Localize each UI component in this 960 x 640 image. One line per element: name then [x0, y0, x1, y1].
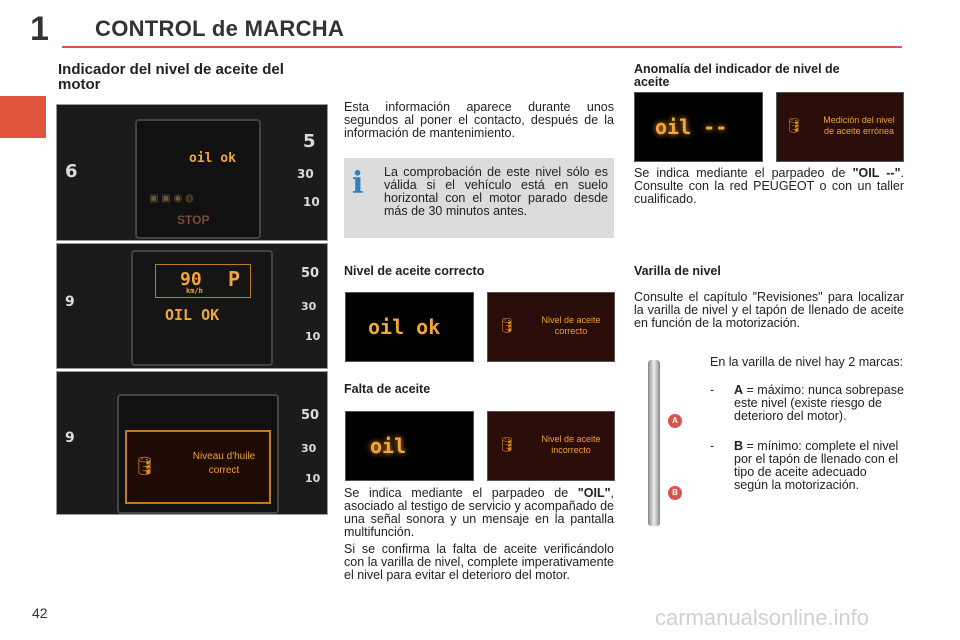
display-screen: 90 km/h P OIL OK	[131, 250, 273, 366]
mark-a-label: A	[734, 383, 744, 397]
correct-message-panel: 🛢 Nivel de aceite correcto	[487, 292, 615, 362]
speed-value: 90	[180, 269, 202, 290]
gauge-label: 50	[301, 408, 320, 423]
chapter-number: 1	[30, 10, 49, 48]
section-heading-line1: Indicador del nivel de aceite del	[58, 61, 284, 78]
gauge-label: 10	[305, 472, 321, 485]
dashboard-photo-1: 6 5 30 10 oil ok ▣ ▣ ◉ ◍ STOP	[56, 104, 328, 241]
message-line2: incorrecto	[551, 445, 591, 455]
lcd-oil-status: oil ok	[189, 151, 236, 166]
gauge-label: 10	[305, 330, 321, 343]
dipstick-illustration	[648, 360, 660, 526]
speed-box: 90 km/h P	[155, 264, 251, 298]
message-box: 🛢 Niveau d'huile correct	[125, 430, 271, 504]
gauge-label: 30	[297, 167, 314, 181]
anomaly-message-panel: 🛢 Medición del nivel de aceite errónea	[776, 92, 904, 162]
chapter-tab	[0, 96, 46, 138]
anomaly-lcd-panel: oil --	[634, 92, 763, 162]
oil-can-icon: 🛢	[133, 456, 156, 476]
message-line1: Niveau d'huile	[192, 451, 256, 462]
chapter-title: CONTROL de MARCHA	[95, 16, 345, 41]
gauge-label: 10	[303, 195, 320, 209]
dipstick-text: Consulte el capítulo "Revisiones" para l…	[634, 290, 904, 330]
gauge-label: 30	[301, 300, 317, 313]
low-message: Nivel de aceite incorrecto	[534, 434, 608, 456]
mark-b: B	[668, 486, 682, 500]
gauge-label: 9	[65, 294, 75, 310]
lcd-oil-status: OIL OK	[165, 306, 220, 324]
header-rule	[62, 46, 902, 48]
mark-b-label: B	[734, 439, 744, 453]
low-paragraph-2: Si se confirma la falta de aceite verifi…	[344, 542, 614, 582]
low-message-panel: 🛢 Nivel de aceite incorrecto	[487, 411, 615, 481]
section-heading-line2: motor	[58, 76, 101, 93]
heading-line1: Anomalía del indicador de nivel de	[634, 62, 840, 76]
gauge-label: 50	[301, 266, 320, 281]
gauge-label: 5	[303, 131, 316, 152]
dashboard-photo-3: 9 50 30 10 🛢 Niveau d'huile correct	[56, 371, 328, 515]
mark-b-item: - B = mínimo: complete el nivel por el t…	[710, 440, 904, 492]
anomaly-heading: Anomalía del indicador de nivel de aceit…	[634, 63, 904, 89]
display-screen: 🛢 Niveau d'huile correct	[117, 394, 279, 514]
gauge-label: 6	[65, 161, 78, 182]
correct-lcd-panel: oil ok	[345, 292, 474, 362]
correct-heading: Nivel de aceite correcto	[344, 264, 485, 278]
anomaly-text: Se indica mediante el parpadeo de "OIL -…	[634, 167, 904, 206]
message-line2: correcto	[554, 326, 588, 336]
gauge-label: 30	[301, 442, 317, 455]
correct-lcd-text: oil ok	[368, 315, 441, 339]
warning-icons: ▣ ▣ ◉ ◍	[149, 193, 194, 204]
dipstick-intro: En la varilla de nivel hay 2 marcas:	[710, 355, 904, 369]
info-icon: i	[352, 166, 364, 201]
mark-a: A	[668, 414, 682, 428]
text-segment: . Consulte con la red PEUGEOT o con un t…	[634, 166, 904, 206]
low-lcd-text: oil	[370, 434, 407, 458]
low-lcd-panel: oil	[345, 411, 474, 481]
low-paragraph-1: Se indica mediante el parpadeo de "OIL",…	[344, 487, 614, 539]
correct-message: Nivel de aceite correcto	[534, 315, 608, 337]
watermark: carmanualsonline.info	[655, 605, 870, 630]
text-segment: Se indica mediante el parpadeo de	[344, 486, 578, 500]
gear-indicator: P	[228, 267, 241, 291]
message-line1: Medición del nivel	[823, 115, 895, 125]
heading-line2: aceite	[634, 75, 670, 89]
low-heading: Falta de aceite	[344, 382, 431, 396]
page-number: 42	[32, 605, 48, 621]
oil-can-icon: 🛢	[498, 317, 516, 333]
text-segment: Se indica mediante el parpadeo de	[634, 166, 853, 180]
message-line2: correct	[208, 465, 240, 476]
anomaly-message: Medición del nivel de aceite errónea	[817, 115, 901, 137]
list-dash: -	[710, 439, 715, 453]
intro-text: Esta información aparece durante unos se…	[344, 100, 614, 140]
oil-can-icon: 🛢	[785, 117, 803, 133]
mark-a-text: = máximo: nunca sobrepase este nivel (ex…	[734, 383, 904, 423]
stop-warning: STOP	[177, 213, 210, 227]
dipstick-heading: Varilla de nivel	[634, 264, 721, 278]
text-bold: "OIL --"	[852, 166, 901, 180]
info-text: La comprobación de este nivel sólo es vá…	[384, 165, 608, 218]
oil-level-message: Niveau d'huile correct	[183, 450, 265, 478]
message-line1: Nivel de aceite	[541, 315, 601, 325]
display-screen: oil ok ▣ ▣ ◉ ◍ STOP	[135, 119, 261, 239]
oil-can-icon: 🛢	[498, 436, 516, 452]
dashboard-photo-2: 9 50 30 10 90 km/h P OIL OK	[56, 243, 328, 369]
mark-b-text: = mínimo: complete el nivel por el tapón…	[734, 439, 899, 492]
mark-a-item: - A = máximo: nunca sobrepase este nivel…	[710, 384, 904, 423]
info-box: i La comprobación de este nivel sólo es …	[344, 158, 614, 238]
anomaly-lcd-text: oil --	[655, 115, 728, 139]
section-heading: Indicador del nivel de aceite del motor	[58, 62, 338, 92]
text-bold: "OIL"	[577, 486, 611, 500]
speed-unit: km/h	[186, 287, 203, 295]
list-dash: -	[710, 383, 715, 397]
message-line1: Nivel de aceite	[541, 434, 601, 444]
text-segment: , asociado al testigo de servicio y acom…	[344, 486, 614, 539]
gauge-label: 9	[65, 430, 75, 446]
message-line2: de aceite errónea	[823, 126, 895, 136]
